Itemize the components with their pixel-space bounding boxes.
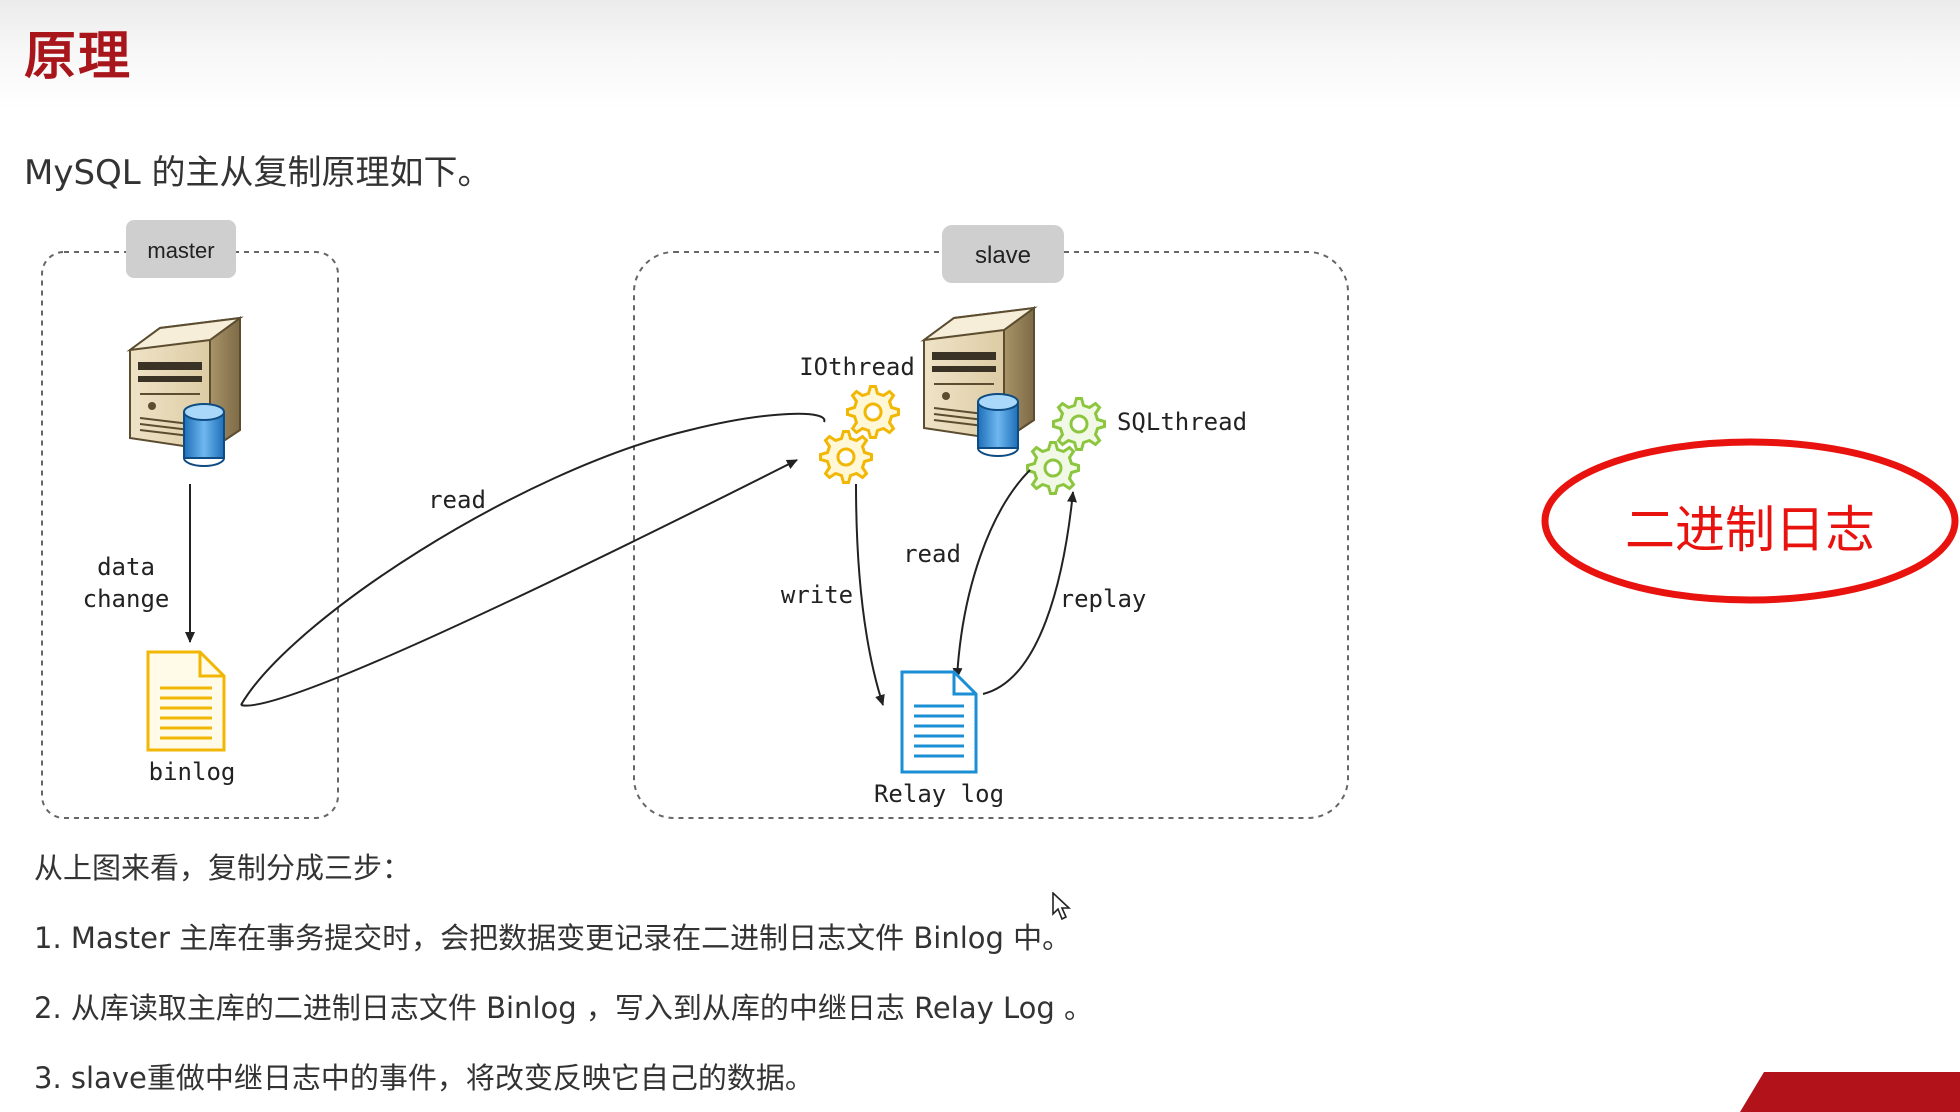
master-group-tab: [126, 220, 236, 278]
iothread-label: IOthread: [799, 353, 915, 381]
mouse-cursor-icon: [1052, 892, 1072, 921]
master-group-box: [41, 251, 339, 819]
master-group-label: master: [147, 238, 214, 263]
slave-group-label: slave: [975, 242, 1031, 269]
annotation-ellipse: [1541, 438, 1959, 604]
binlog-label: binlog: [149, 758, 236, 786]
relay-log-label: Relay log: [874, 780, 1004, 808]
relay-log-file-icon: [900, 670, 978, 774]
step-2: 2. 从库读取主库的二进制日志文件 Binlog ，写入到从库的中继日志 Rel…: [34, 991, 1093, 1025]
write-arrow: [855, 483, 885, 706]
step-1: 1. Master 主库在事务提交时，会把数据变更记录在二进制日志文件 Binl…: [34, 921, 1072, 955]
title-band: [0, 0, 1960, 110]
steps-intro: 从上图来看，复制分成三步：: [34, 851, 412, 885]
data-change-label-line2: change: [83, 585, 170, 613]
sqlthread-label: SQLthread: [1117, 408, 1247, 436]
read-loop-arrow: [240, 412, 826, 706]
slave-group-box: [633, 251, 1349, 819]
intro-text: MySQL 的主从复制原理如下。: [24, 153, 492, 193]
annotation-text: 二进制日志: [1625, 501, 1875, 559]
brand-corner-logo: [1740, 1072, 1960, 1112]
step-3: 3. slave重做中继日志中的事件，将改变反映它自己的数据。: [34, 1061, 814, 1095]
slave-server-icon: [923, 307, 1035, 457]
read-loop-return: [240, 459, 798, 707]
page-title: 原理: [24, 27, 133, 87]
replay-label: replay: [1060, 585, 1147, 613]
iothread-gear-icon: [819, 385, 900, 484]
replay-arrow: [982, 491, 1077, 695]
data-change-label-line1: data: [97, 553, 155, 581]
master-server-icon: [129, 317, 241, 467]
binlog-file-icon: [146, 650, 226, 752]
write-label: write: [781, 581, 853, 609]
read-relay-arrow: [952, 469, 1031, 679]
sqlthread-gear-icon: [1026, 397, 1106, 495]
read-label-relay: read: [903, 540, 961, 568]
slave-group-tab: [942, 225, 1064, 283]
read-label-main: read: [428, 486, 486, 514]
